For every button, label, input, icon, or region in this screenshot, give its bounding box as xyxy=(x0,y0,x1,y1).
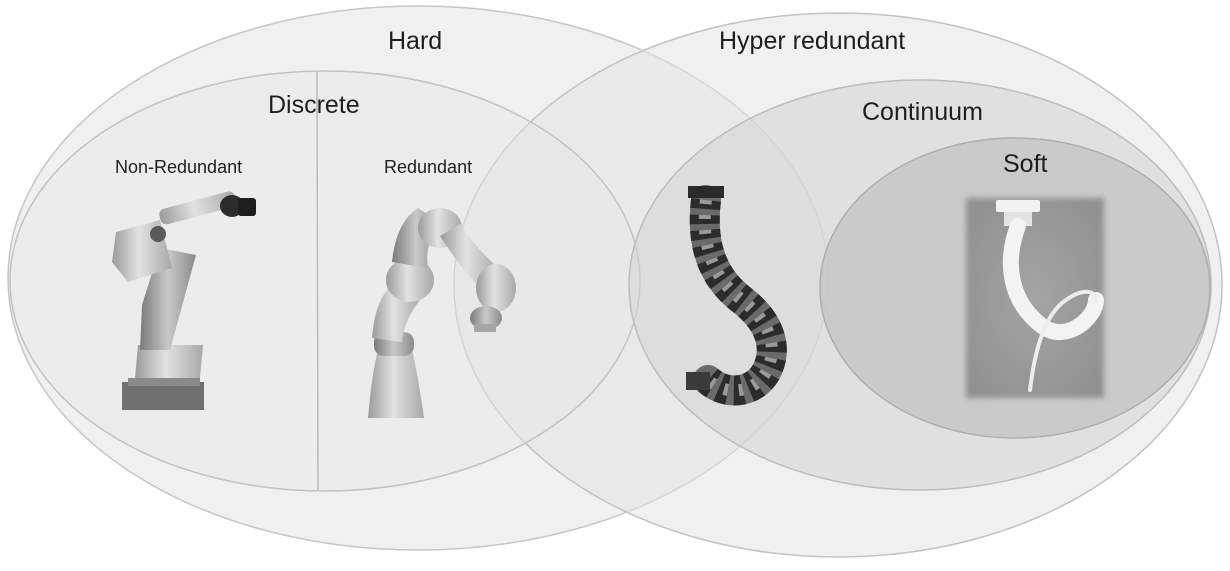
collaborative-robot-arm-icon xyxy=(368,208,516,418)
non-redundant-label: Non-Redundant xyxy=(115,157,243,177)
soft-label: Soft xyxy=(1003,150,1048,178)
discrete-divider-line xyxy=(316,71,319,491)
soft-actuator-icon xyxy=(966,198,1104,398)
continuum-label: Continuum xyxy=(862,98,983,126)
hard-label: Hard xyxy=(388,27,443,55)
industrial-robot-arm-icon xyxy=(112,191,256,410)
discrete-set-ellipse xyxy=(9,70,641,492)
redundant-label: Redundant xyxy=(384,157,473,177)
discrete-label: Discrete xyxy=(268,91,360,119)
snake-robot-icon xyxy=(686,185,787,406)
hyper-redundant-label: Hyper redundant xyxy=(719,27,906,55)
